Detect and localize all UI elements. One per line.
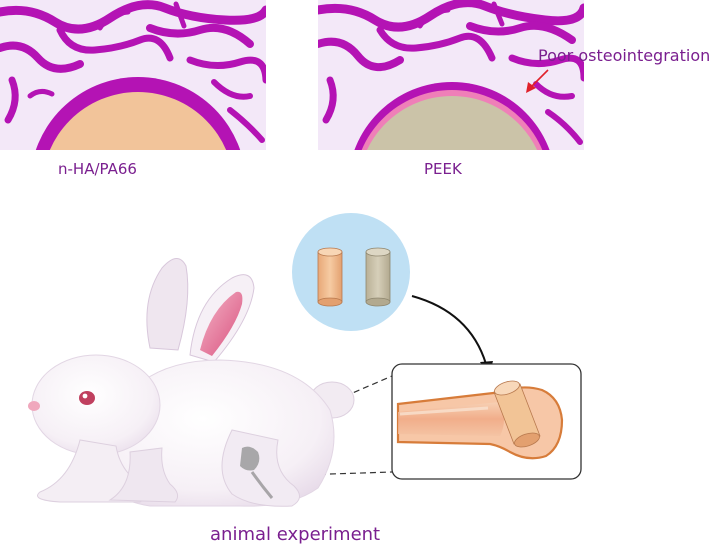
cylinder-sample-icon xyxy=(317,247,343,307)
cylinder-sample-icon xyxy=(365,247,391,307)
sample-group xyxy=(292,213,410,331)
annotation-poor-osteointegration: Poor osteointegration xyxy=(538,46,711,65)
rabbit-illustration xyxy=(28,258,355,507)
rabbit-eye-icon xyxy=(79,391,95,405)
bone-trabeculae-right xyxy=(318,0,584,145)
bone-trabeculae-left xyxy=(0,0,266,143)
femur-site-icon xyxy=(240,446,260,471)
implant-nha xyxy=(49,92,227,150)
label-n-ha-pa66: n-HA/PA66 xyxy=(58,160,137,178)
label-animal-experiment: animal experiment xyxy=(210,524,381,545)
implanted-cylinder-icon xyxy=(493,380,541,448)
panel-left xyxy=(0,0,266,150)
sample-circle xyxy=(292,213,410,331)
implant-peek xyxy=(366,96,538,150)
label-peek: PEEK xyxy=(424,160,462,178)
callout-box xyxy=(391,363,582,480)
annotation-arrow-icon xyxy=(526,69,549,93)
panel-right xyxy=(318,0,584,150)
